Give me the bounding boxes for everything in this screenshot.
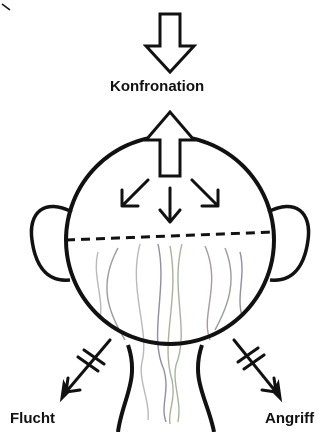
incoming-hollow-arrow-icon [146,14,194,72]
label-flight: Flucht [10,410,55,427]
down-left-arrow-icon [124,180,148,204]
down-right-arrow-icon [192,180,216,204]
attack-arrow [234,340,280,398]
scan-mark [2,4,10,10]
flight-arrow [62,340,110,398]
label-attack: Angriff [265,410,314,427]
dashed-divider [66,232,274,240]
label-confrontation: Konfronation [110,78,204,95]
neck-right-outline [198,345,214,432]
inner-arrows [122,180,218,222]
hair-strands [96,244,242,424]
outgoing-hollow-arrow-icon [146,112,194,176]
neck-left-outline [118,345,132,432]
